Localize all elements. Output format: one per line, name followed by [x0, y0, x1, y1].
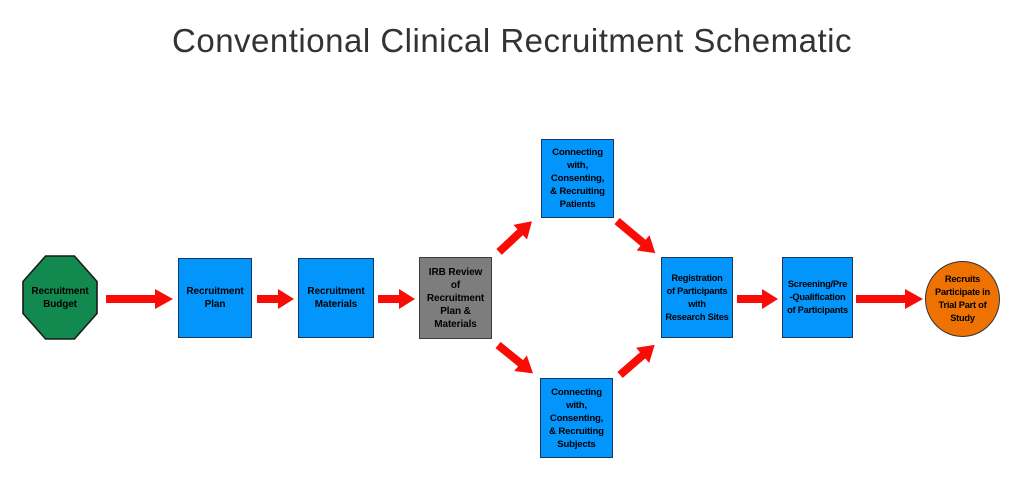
arrow-down-right-icon — [614, 217, 656, 254]
arrow-materials-to-irb — [378, 289, 415, 309]
node-label-registration: Registration of Participants with Resear… — [665, 272, 729, 322]
node-label-materials: Recruitment Materials — [307, 286, 365, 310]
arrow-up-right-icon — [496, 221, 532, 255]
arrow-screening-to-participate — [856, 289, 923, 309]
node-label-connecting-subjects: Connecting with, Consenting, & Recruitin… — [549, 386, 604, 450]
arrow-down-right-icon — [495, 341, 533, 374]
arrow-plan-to-materials — [257, 289, 294, 309]
node-recruitment-plan: Recruitment Plan — [178, 258, 252, 338]
arrow-patients-to-registration — [611, 213, 662, 260]
node-connecting-subjects: Connecting with, Consenting, & Recruitin… — [540, 378, 613, 458]
node-label-screening: Screening/Pre -Qualification of Particip… — [787, 279, 848, 315]
arrow-up-right-icon — [617, 344, 655, 379]
arrow-subjects-to-registration — [613, 337, 661, 382]
diagram-title: Conventional Clinical Recruitment Schema… — [172, 22, 852, 59]
node-irb-review: IRB Review of Recruitment Plan & Materia… — [419, 257, 492, 339]
node-label-budget: Recruitment Budget — [31, 285, 89, 310]
arrow-irb-to-patients — [492, 214, 539, 259]
node-registration: Registration of Participants with Resear… — [661, 257, 733, 338]
arrow-right-icon — [856, 289, 923, 309]
arrow-irb-to-subjects — [492, 337, 540, 381]
arrow-right-icon — [378, 289, 415, 309]
arrow-budget-to-plan — [106, 289, 173, 309]
node-screening: Screening/Pre -Qualification of Particip… — [782, 257, 853, 338]
arrow-right-icon — [106, 289, 173, 309]
arrow-right-icon — [737, 289, 778, 309]
node-recruitment-materials: Recruitment Materials — [298, 258, 374, 338]
octagon-shape — [22, 255, 98, 340]
node-label-connecting-patients: Connecting with, Consenting, & Recruitin… — [550, 147, 605, 210]
node-label-participate: Recruits Participate in Trial Part of St… — [935, 274, 990, 323]
node-label-plan: Recruitment Plan — [186, 286, 244, 310]
node-connecting-patients: Connecting with, Consenting, & Recruitin… — [541, 139, 614, 218]
node-recruitment-budget: Recruitment Budget — [22, 255, 98, 340]
arrow-right-icon — [257, 289, 294, 309]
node-label-irb-review: IRB Review of Recruitment Plan & Materia… — [426, 266, 485, 330]
node-recruits-participate: Recruits Participate in Trial Part of St… — [925, 261, 1000, 337]
arrow-registration-to-screening — [737, 289, 778, 309]
